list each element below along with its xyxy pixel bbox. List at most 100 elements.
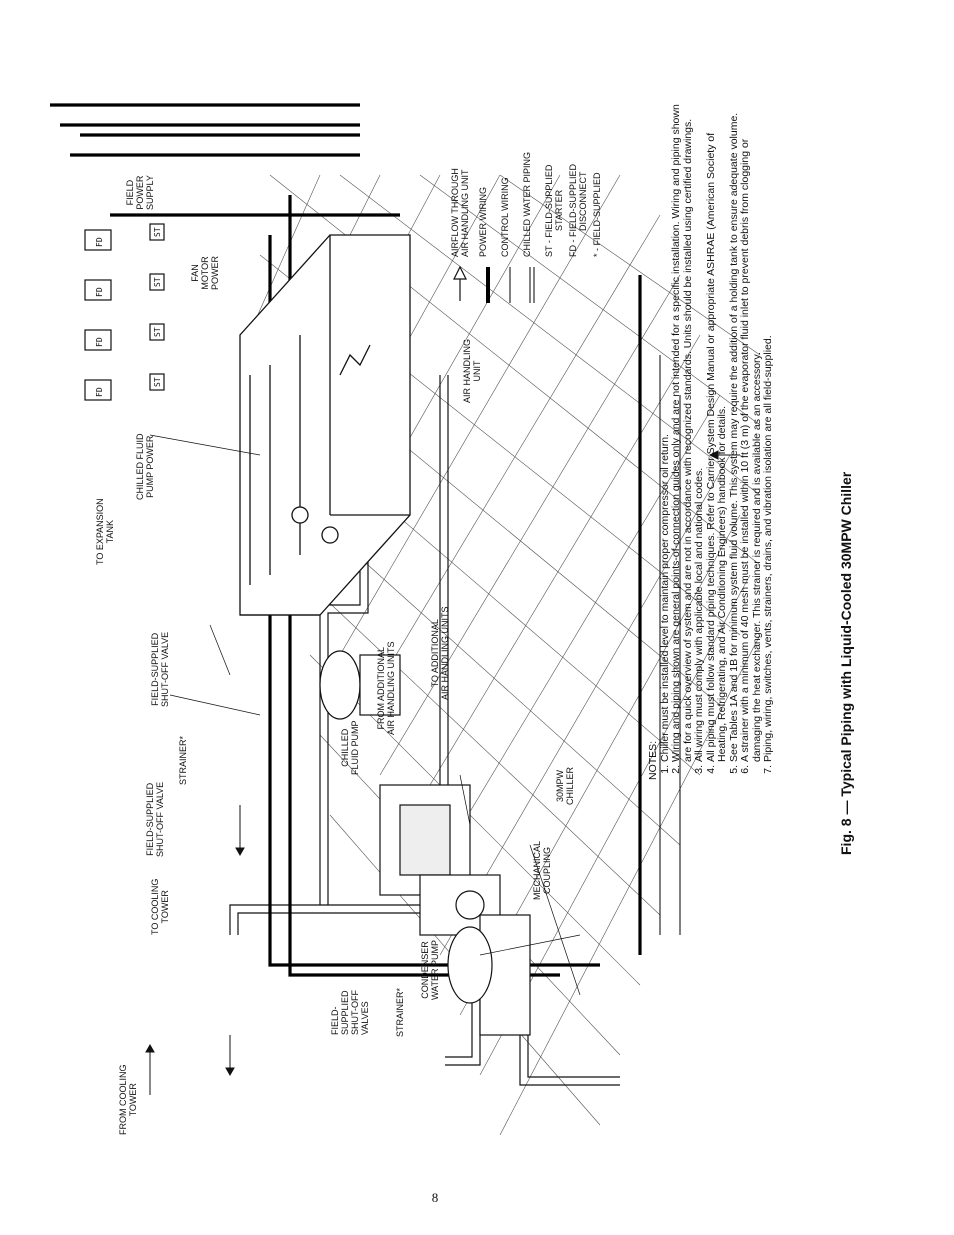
- control-wiring: [659, 355, 681, 935]
- label-from-additional-ahu: FROM ADDITIONAL AIR HANDLING UNITS: [376, 641, 396, 735]
- label-line: CHILLER: [565, 766, 575, 805]
- label-field-supplied-shutoff-valve: FIELD-SUPPLIED SHUT-OFF VALVE: [145, 782, 165, 857]
- label-chiller-30mpw: 30MPW CHILLER: [555, 767, 575, 805]
- label-line: TOWER: [128, 1083, 138, 1117]
- flow-arrows: [145, 450, 740, 1095]
- label-strainer-top: STRAINER*: [178, 736, 188, 785]
- power-wiring-line-icon: [486, 267, 490, 303]
- label-line: TANK: [105, 519, 115, 544]
- chilled-water-piping: [229, 375, 620, 1086]
- label-line: SHUT-OFF VALVE: [155, 781, 165, 857]
- air-handling-unit-drawing: [239, 234, 411, 616]
- notes-list: Chiller must be installed level to maint…: [659, 100, 775, 780]
- label-chilled-fluid-pump: CHILLED FLUID PUMP: [340, 720, 360, 775]
- label-line: MECHANICAL: [532, 840, 542, 900]
- figure-caption: Fig. 8 — Typical Piping with Liquid-Cool…: [838, 471, 854, 855]
- legend-label: CHILLED WATER PIPING: [522, 151, 532, 257]
- label-line: FROM ADDITIONAL: [376, 646, 386, 730]
- legend-control-wiring: CONTROL WIRING: [500, 25, 520, 305]
- label-line: WATER PUMP: [430, 940, 440, 1000]
- label-from-cooling-tower: FROM COOLING TOWER: [118, 1064, 138, 1135]
- disconnect-box-tags: FD FD FD FD ST ST ST ST: [95, 227, 162, 397]
- legend-fd: FD - FIELD-SUPPLIED DISCONNECT: [568, 0, 588, 257]
- label-line: CONDENSER: [420, 941, 430, 999]
- legend-field-supplied: * - FIELD-SUPPLIED: [592, 0, 612, 257]
- diagram-legend: AIRFLOW THROUGH AIR HANDLING UNIT POWER …: [430, 25, 610, 305]
- note-item: Piping, wiring, switches, vents, straine…: [762, 100, 775, 762]
- label-fan-motor-power: FAN MOTOR POWER: [190, 256, 220, 290]
- fd-tag: FD: [95, 337, 104, 347]
- label-line: FAN: [190, 264, 200, 282]
- label-air-handling-unit: AIR HANDLING UNIT: [462, 339, 482, 403]
- label-line: FLUID PUMP: [350, 720, 360, 775]
- airflow-arrow-icon: [453, 265, 467, 301]
- legend-line: AIR HANDLING UNIT: [460, 169, 470, 257]
- note-item: All piping must follow standard piping t…: [705, 100, 729, 762]
- note-item: Wiring and piping shown are general poin…: [670, 100, 694, 762]
- label-line: TOWER: [160, 890, 170, 924]
- legend-line: STARTER: [554, 189, 564, 231]
- legend-line: FD - FIELD-SUPPLIED: [568, 163, 578, 257]
- label-field-supplied-shutoff-valve: FIELD-SUPPLIED SHUT-OFF VALVE: [150, 632, 170, 707]
- label-line: FIELD-SUPPLIED: [150, 632, 160, 706]
- legend-chilled-water-piping: CHILLED WATER PIPING: [522, 25, 542, 305]
- disconnect-boxes: [84, 223, 165, 401]
- label-line: FIELD: [125, 179, 135, 206]
- label-line: AIR HANDLING UNITS: [386, 641, 396, 735]
- label-line: SUPPLY: [145, 175, 155, 210]
- legend-st: ST - FIELD-SUPPLIED STARTER: [544, 0, 564, 257]
- label-line: STRAINER*: [395, 987, 405, 1037]
- label-field-supplied-shutoff-valves: FIELD- SUPPLIED SHUT-OFF VALVES: [330, 990, 370, 1035]
- pump-drawings: [319, 650, 493, 1004]
- label-line: CHILLED FLUID: [135, 433, 145, 500]
- st-tag: ST: [153, 377, 162, 387]
- label-line: POWER: [210, 255, 220, 290]
- chiller-30mpw-drawing: [379, 784, 531, 1036]
- label-line: FIELD-: [330, 1006, 340, 1035]
- fd-tag: FD: [95, 287, 104, 297]
- label-line: COUPLING: [542, 846, 552, 894]
- st-tag: ST: [153, 327, 162, 337]
- label-line: STRAINER*: [178, 735, 188, 785]
- st-tag: ST: [153, 227, 162, 237]
- page-number: 8: [431, 1190, 439, 1205]
- label-line: AIR HANDLING UNITS: [440, 606, 450, 700]
- label-line: CHILLED: [340, 728, 350, 767]
- label-line: UNIT: [472, 360, 482, 382]
- notes: NOTES: Chiller must be installed level t…: [647, 100, 775, 780]
- piping-line-icon: [529, 267, 535, 303]
- legend-label: POWER WIRING: [478, 187, 488, 257]
- notes-title: NOTES:: [647, 740, 659, 780]
- label-strainer-bottom: STRAINER*: [395, 988, 405, 1037]
- label-mechanical-coupling: MECHANICAL COUPLING: [532, 841, 552, 900]
- label-line: FIELD-SUPPLIED: [145, 782, 155, 856]
- legend-line: ST - FIELD-SUPPLIED: [544, 164, 554, 257]
- label-field-power-supply: FIELD POWER SUPPLY: [125, 175, 155, 210]
- label-line: 30MPW: [555, 769, 565, 802]
- label-line: VALVES: [360, 1001, 370, 1035]
- control-wiring-line-icon: [509, 267, 511, 303]
- label-line: FROM COOLING: [118, 1064, 128, 1135]
- label-to-cooling-tower: TO COOLING TOWER: [150, 879, 170, 935]
- fd-tag: FD: [95, 237, 104, 247]
- label-chilled-fluid-pump-power: CHILLED FLUID PUMP POWER: [135, 433, 155, 500]
- st-tag: ST: [153, 277, 162, 287]
- legend-label: * - FIELD-SUPPLIED: [592, 172, 602, 257]
- label-to-expansion-tank: TO EXPANSION TANK: [95, 498, 115, 565]
- label-to-additional-ahu: TO ADDITIONAL AIR HANDLING UNITS: [430, 606, 450, 700]
- label-line: AIR HANDLING: [462, 338, 472, 403]
- label-line: TO ADDITIONAL: [430, 619, 440, 688]
- fd-tag: FD: [95, 387, 104, 397]
- label-line: TO COOLING: [150, 878, 160, 935]
- label-line: PUMP POWER: [145, 435, 155, 498]
- note-item: All wiring must comply with applicable l…: [693, 100, 706, 762]
- label-line: POWER: [135, 175, 145, 210]
- label-line: SHUT-OFF: [350, 990, 360, 1035]
- legend-airflow: AIRFLOW THROUGH AIR HANDLING UNIT: [450, 25, 470, 305]
- legend-label: CONTROL WIRING: [500, 177, 510, 257]
- note-item: A strainer with a minimum of 40 mesh mus…: [739, 100, 763, 762]
- label-line: MOTOR: [200, 256, 210, 290]
- label-condenser-water-pump: CONDENSER WATER PUMP: [420, 940, 440, 1000]
